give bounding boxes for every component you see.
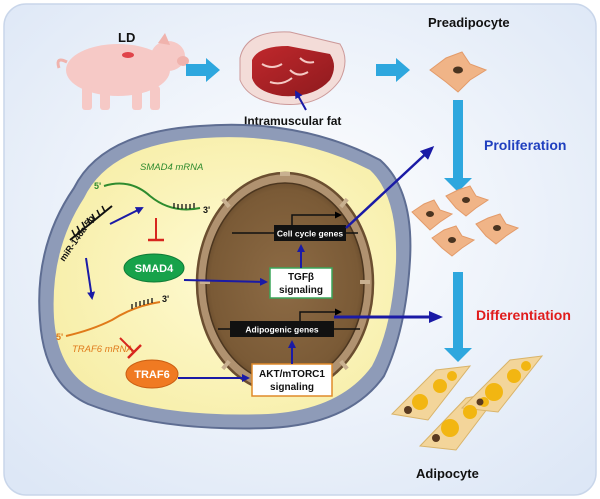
- smad4-five-prime: 5': [94, 181, 101, 191]
- proliferation-label: Proliferation: [484, 137, 566, 153]
- traf6-mrna-strand: [65, 301, 161, 337]
- process-arrow-1: [186, 58, 220, 82]
- tgfb-signaling-label: signaling: [279, 285, 323, 296]
- tss-arrow-2: [299, 308, 342, 321]
- adipogenic-genes-box: [230, 321, 334, 337]
- tissue-label: Intramuscular fat: [244, 114, 341, 128]
- process-arrow-2: [376, 58, 410, 82]
- preadipocyte-label: Preadipocyte: [428, 15, 510, 30]
- adipogenic-genes-label: Adipogenic genes: [245, 325, 318, 335]
- smad4-mrna-strand: [103, 182, 201, 211]
- adipocyte-cells: [390, 355, 544, 451]
- smad4-to-tgfb-arrow: [183, 277, 268, 286]
- mirna-to-traf6-arrow: [85, 257, 96, 300]
- proliferating-cells: [411, 185, 520, 257]
- traf6-inhibition-bar: [127, 344, 142, 359]
- differentiation-label: Differentiation: [476, 307, 571, 323]
- traf6-inhibition-line: [119, 337, 135, 353]
- smad4-mrna-label: SMAD4 mRNA: [140, 162, 203, 173]
- cell-cycle-genes-box: [274, 225, 346, 241]
- adipocyte-label: Adipocyte: [416, 466, 479, 481]
- akt-label: AKT/mTORC1: [259, 369, 325, 380]
- traf6-protein-label: TRAF6: [134, 369, 169, 381]
- pig-icon: [56, 33, 189, 110]
- preadipocyte-cell: [429, 51, 488, 93]
- cellcycle-to-proliferation-arrow: [345, 145, 435, 229]
- source-label: LD: [118, 30, 135, 45]
- tgfb-box: [269, 267, 333, 299]
- smad4-binding-site: [173, 203, 195, 209]
- mirna-hairpin: [69, 205, 113, 241]
- meat-icon: [239, 31, 346, 105]
- traf6-five-prime: 5': [56, 332, 63, 342]
- smad4-protein: [123, 253, 185, 283]
- traf6-three-prime: 3': [162, 294, 169, 304]
- tss-arrow-1: [291, 211, 342, 225]
- traf6-protein: [125, 359, 179, 389]
- tgfb-label: TGFβ: [288, 272, 314, 283]
- tissue-pointer-arrow: [295, 90, 307, 111]
- process-arrow-down-2: [444, 272, 472, 362]
- ld-spot: [122, 52, 134, 58]
- traf6-mrna-label: TRAF6 mRNA: [72, 344, 133, 355]
- traf6-binding-site: [131, 298, 153, 309]
- smad4-three-prime: 3': [203, 205, 210, 215]
- process-arrow-down-1: [444, 100, 472, 192]
- smad4-protein-label: SMAD4: [135, 263, 174, 275]
- cell-cycle-genes-label: Cell cycle genes: [277, 229, 343, 239]
- akt-signaling-label: signaling: [270, 382, 314, 393]
- mirna-to-smad4-arrow: [109, 207, 144, 225]
